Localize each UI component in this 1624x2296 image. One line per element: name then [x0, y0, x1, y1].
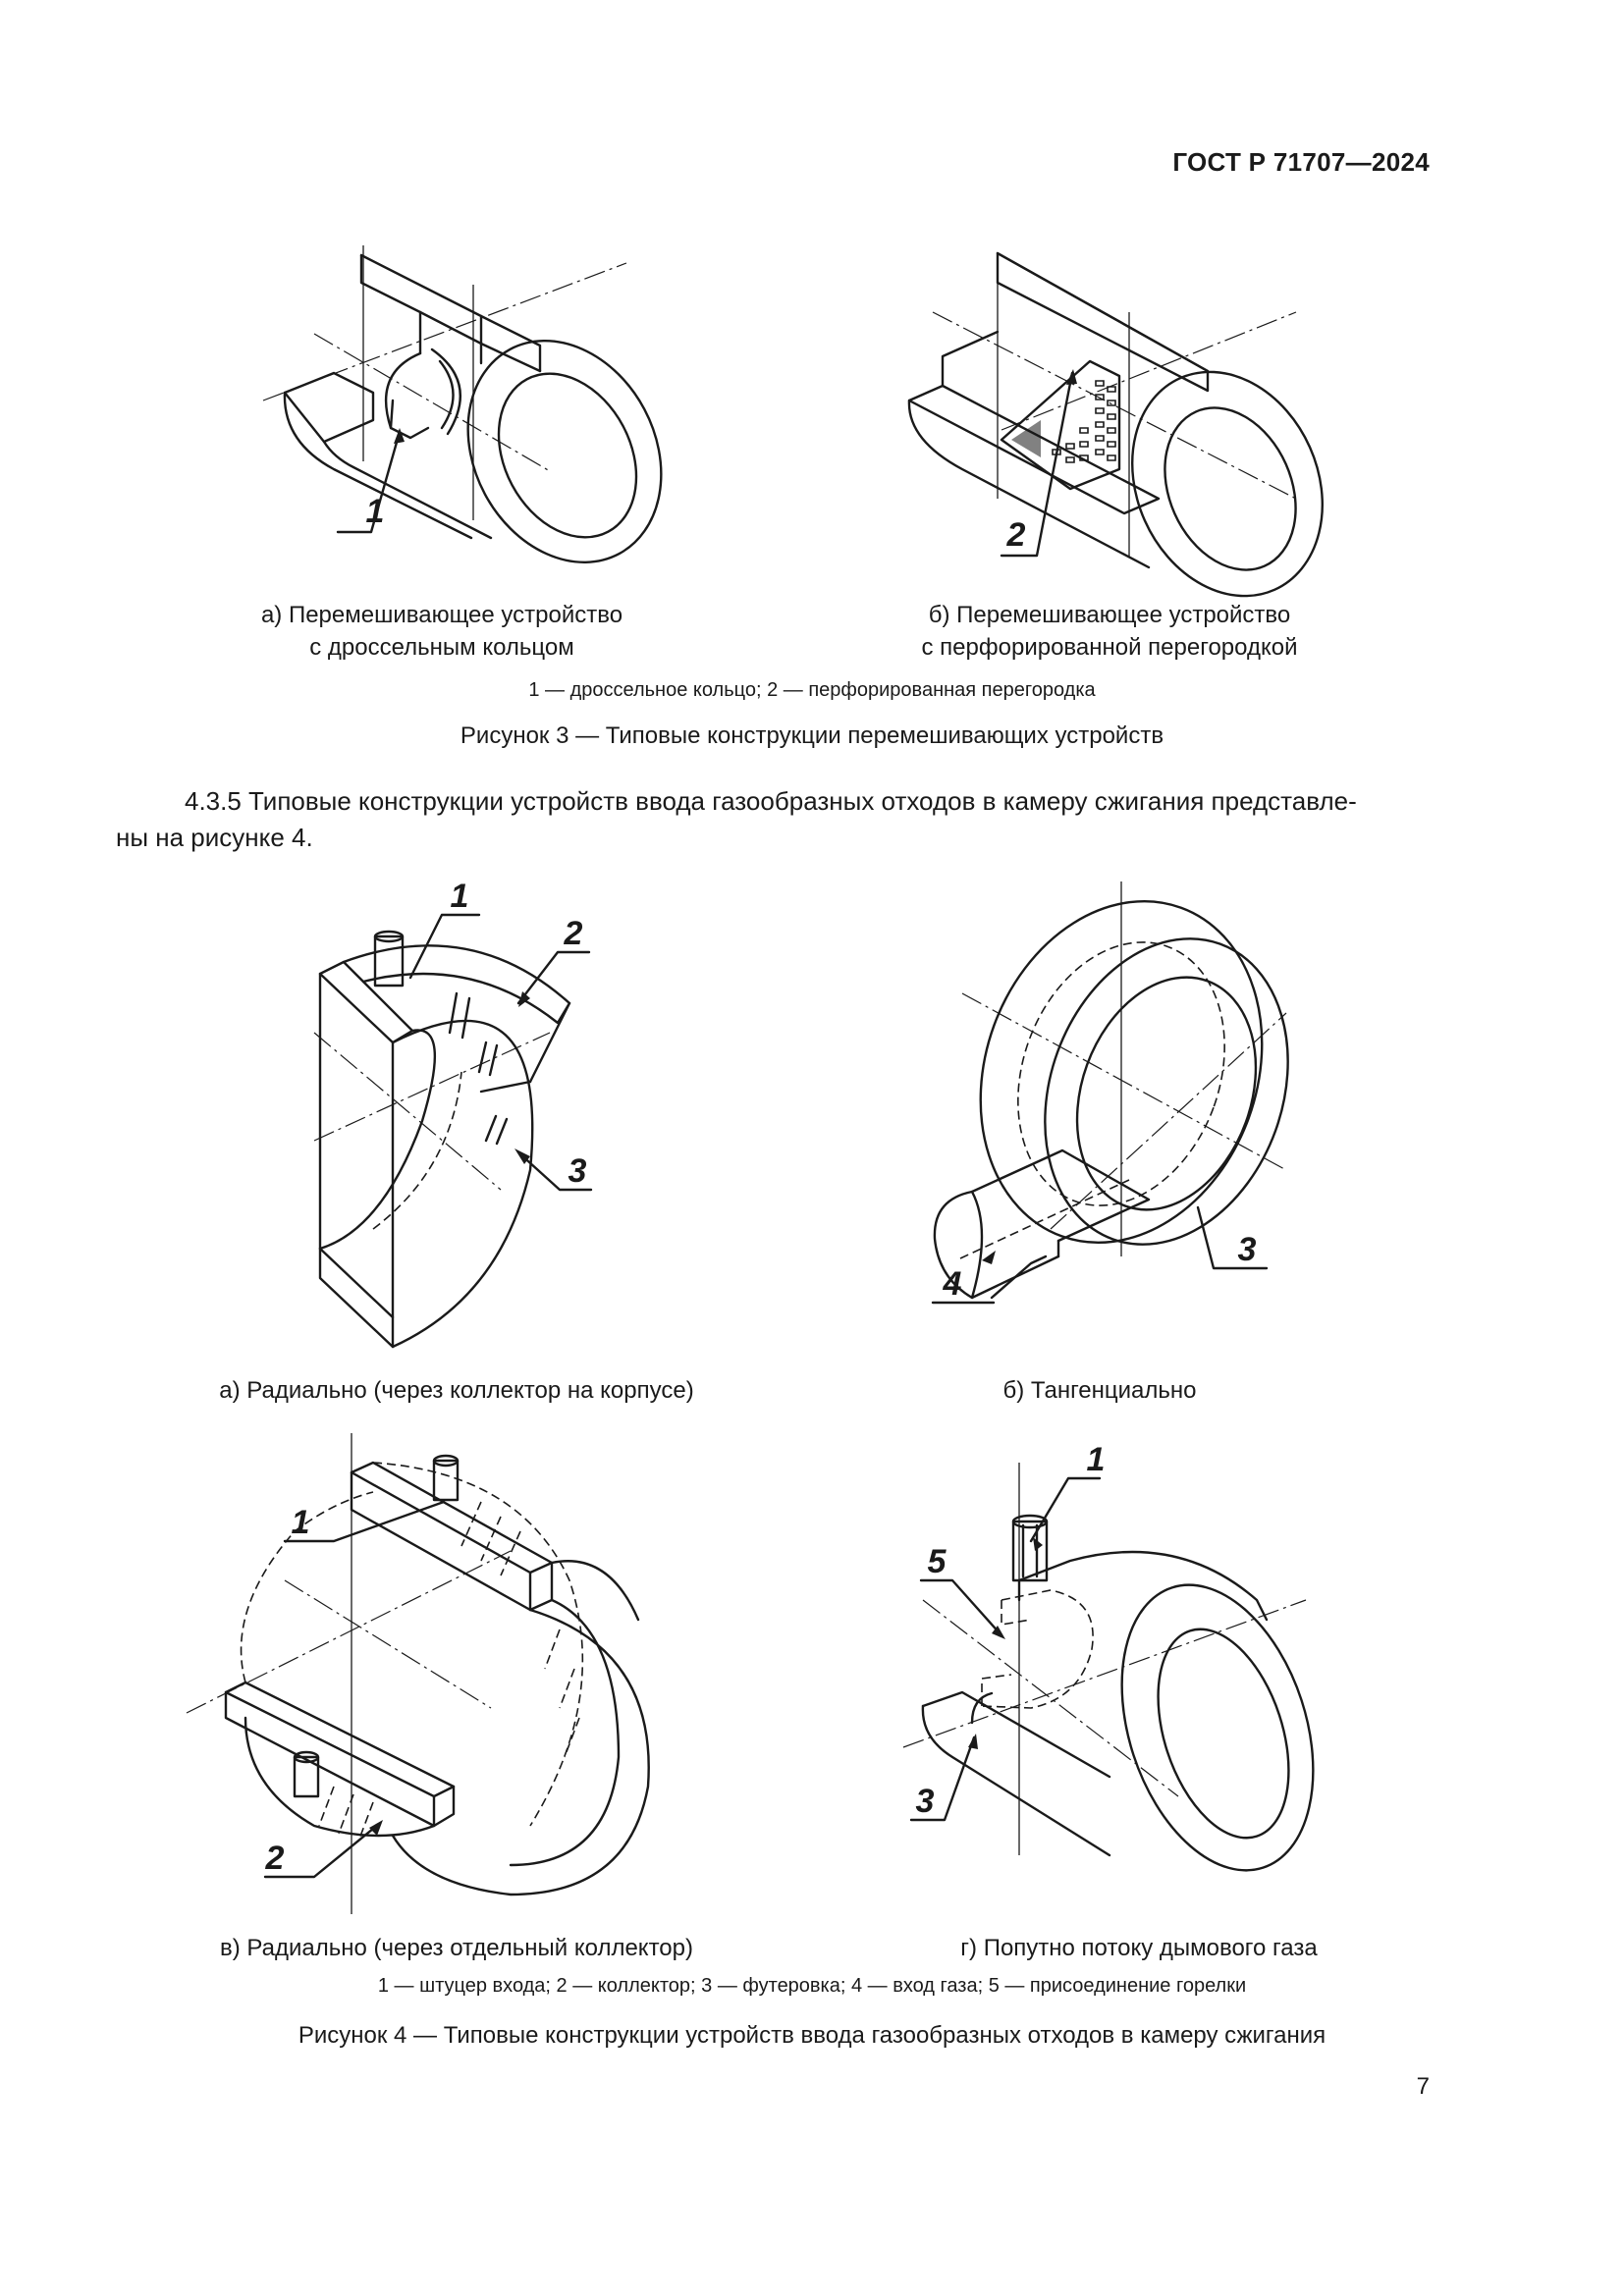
- figure4c-drawing: 1 2: [187, 1433, 677, 1924]
- figure4d-drawing: 1 5 3: [884, 1441, 1316, 1904]
- figure3a-drawing: 1: [255, 226, 638, 560]
- callout-4: 4: [943, 1265, 962, 1303]
- figure3b-drawing: 2: [903, 243, 1316, 587]
- figure4-title: Рисунок 4 — Типовые конструкции устройст…: [298, 2022, 1326, 2049]
- callout-1: 1: [451, 878, 469, 915]
- figure4d-caption: г) Попутно потоку дымового газа: [960, 1935, 1318, 1961]
- figure4b-drawing: 3 4: [874, 876, 1306, 1347]
- callout-3: 3: [916, 1783, 935, 1820]
- paragraph-line: 4.3.5 Типовые конструкции устройств ввод…: [185, 786, 1357, 816]
- callout-1: 1: [292, 1504, 310, 1541]
- caption-line: с дроссельным кольцом: [309, 634, 574, 661]
- caption-line: а) Перемешивающее устройство: [260, 602, 623, 628]
- callout-2: 2: [1006, 516, 1026, 554]
- figure4a-caption: а) Радиально (через коллектор на корпусе…: [219, 1377, 694, 1404]
- figure3-title: Рисунок 3 — Типовые конструкции перемеши…: [460, 722, 1164, 749]
- page-number: 7: [1416, 2073, 1430, 2100]
- paragraph-line: ны на рисунке 4.: [116, 823, 313, 852]
- caption-line: с перфорированной перегородкой: [921, 634, 1298, 661]
- figure4-legend: 1 — штуцер входа; 2 — коллектор; 3 — фут…: [377, 1975, 1247, 1997]
- figure4a-drawing: 1 2 3: [304, 878, 619, 1357]
- callout-3: 3: [568, 1152, 587, 1190]
- callout-5: 5: [928, 1543, 947, 1580]
- callout-1: 1: [1087, 1441, 1106, 1478]
- paragraph-4-3-5: 4.3.5 Типовые конструкции устройств ввод…: [116, 783, 1432, 856]
- figure3b-caption: б) Перемешивающее устройство с перфориро…: [864, 599, 1355, 664]
- figure4b-caption: б) Тангенциально: [1002, 1377, 1197, 1404]
- callout-3: 3: [1238, 1231, 1257, 1268]
- callout-1: 1: [366, 493, 385, 530]
- caption-line: б) Перемешивающее устройство: [928, 602, 1291, 628]
- figure4c-caption: в) Радиально (через отдельный коллектор): [220, 1935, 693, 1961]
- callout-2: 2: [265, 1840, 285, 1877]
- document-code: ГОСТ Р 71707—2024: [1172, 147, 1430, 177]
- callout-2: 2: [564, 915, 583, 952]
- figure3a-caption: а) Перемешивающее устройство с дроссельн…: [196, 599, 687, 664]
- figure3-legend: 1 — дроссельное кольцо; 2 — перфорирован…: [528, 679, 1096, 701]
